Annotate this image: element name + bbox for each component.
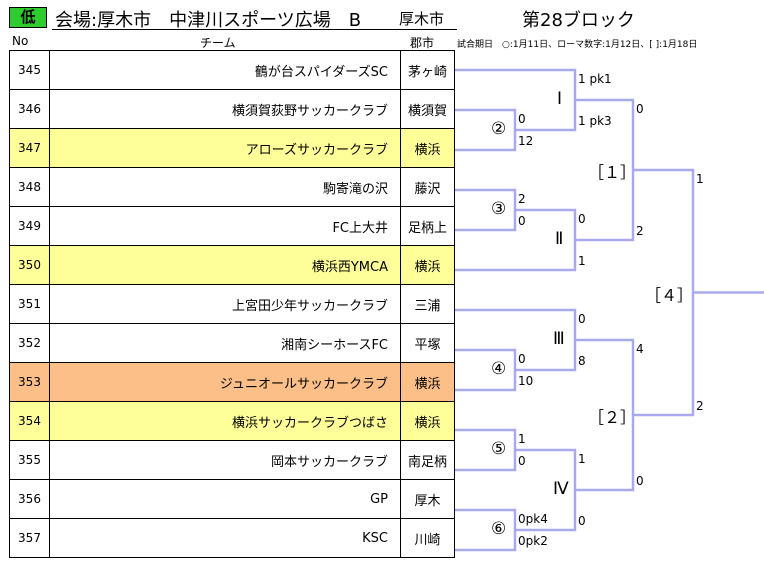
score-bottom: 2 [636,224,644,238]
score-top: 1 pk1 [578,72,612,86]
team-name: KSC [49,518,401,558]
match-label: Ⅳ [553,479,569,499]
team-no: 349 [9,206,50,246]
match-label: ［１］ [588,163,637,182]
team-city: 藤沢 [400,167,455,207]
col-header-team: チーム [200,36,236,50]
team-city: 厚木 [400,479,455,519]
team-name: アローズサッカークラブ [49,128,401,168]
score-bottom: 12 [518,134,534,148]
team-name: 岡本サッカークラブ [49,440,401,480]
col-header-city: 郡市 [410,36,435,50]
team-no: 355 [9,440,50,480]
col-header-no: No [12,34,29,48]
team-no: 354 [9,401,50,441]
match-label: ［４］ [645,285,694,305]
team-no: 352 [9,323,50,363]
score-top: 0 [578,212,586,226]
team-no: 347 [9,128,50,168]
score-top: 0pk4 [518,512,548,526]
match-label: ⑥ [491,519,507,539]
score-top: 4 [636,342,644,356]
score-top: 0 [518,352,526,366]
team-city: 横須賀 [400,89,455,129]
team-city: 川崎 [400,518,455,558]
level-badge: 低 [9,7,47,28]
score-bottom: 0 [518,454,526,468]
team-no: 353 [9,362,50,402]
team-name: 上宮田少年サッカークラブ [49,284,401,324]
schedule-legend: 試合期日 ○:1月11日、ローマ数字:1月12日、[ ]:1月18日 [457,40,698,50]
match-label: Ⅲ [553,329,565,349]
score-top: 0 [578,312,586,326]
score-bottom: 1 pk3 [578,114,612,128]
score-top: 1 [518,432,526,446]
match-label: ④ [491,359,507,379]
score-bottom: 10 [518,374,534,388]
score-bottom: 1 [578,254,586,268]
team-city: 南足柄 [400,440,455,480]
score-top: 0 [636,102,644,116]
team-city: 横浜 [400,245,455,285]
team-no: 346 [9,89,50,129]
venue-city: 厚木市 [399,10,445,28]
team-name: 横浜サッカークラブつばさ [49,401,401,441]
block-title: 第28ブロック [522,10,635,31]
team-no: 348 [9,167,50,207]
team-city: 平塚 [400,323,455,363]
match-label: ③ [491,199,507,219]
match-label: ⑤ [491,439,507,459]
score-bottom: 0 [518,214,526,228]
score-top: 1 [578,452,586,466]
team-no: 357 [9,518,50,558]
team-city: 足柄上 [400,206,455,246]
team-name: 駒寄滝の沢 [49,167,401,207]
match-label: Ⅱ [555,229,564,249]
team-city: 三浦 [400,284,455,324]
team-city: 横浜 [400,362,455,402]
team-name: 鶴が台スパイダーズSC [49,50,401,90]
score-bottom: 8 [578,354,586,368]
team-city: 横浜 [400,128,455,168]
score-bottom: 0pk2 [518,534,548,548]
score-top: 1 [696,172,704,186]
score-bottom: 0 [636,474,644,488]
team-name: 横須賀荻野サッカークラブ [49,89,401,129]
team-no: 345 [9,50,50,90]
team-name: 湘南シーホースFC [49,323,401,363]
score-top: 0 [518,112,526,126]
header-underline [52,29,457,30]
venue-title: 会場:厚木市 中津川スポーツ広場 B [55,10,362,31]
team-city: 横浜 [400,401,455,441]
team-name: 横浜西YMCA [49,245,401,285]
match-label: Ⅰ [557,89,563,109]
score-top: 2 [518,192,526,206]
team-city: 茅ヶ崎 [400,50,455,90]
score-bottom: 0 [578,514,586,528]
match-label: ② [491,119,507,139]
team-no: 350 [9,245,50,285]
score-bottom: 2 [696,399,704,413]
match-label: ［２］ [588,408,637,427]
